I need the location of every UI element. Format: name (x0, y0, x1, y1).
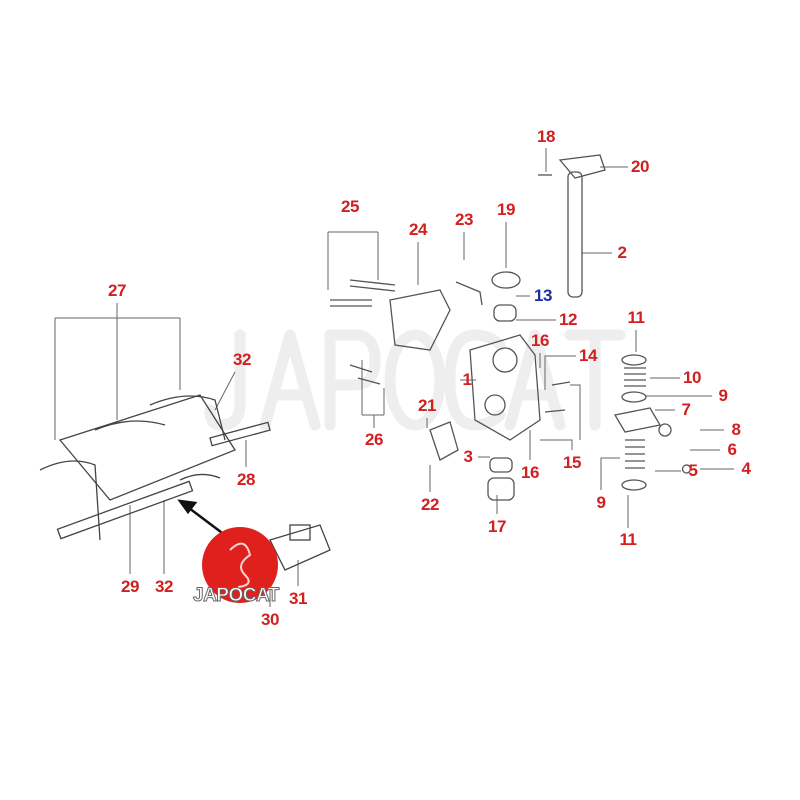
bracket (389, 289, 451, 351)
japocat-logo (202, 527, 278, 603)
shift-fork-assembly (39, 394, 331, 571)
callout-8: 8 (731, 420, 741, 439)
callout-12: 12 (559, 310, 577, 329)
callout-2: 2 (617, 243, 627, 262)
callout-6: 6 (727, 440, 737, 459)
callout-25: 25 (341, 197, 359, 216)
callout-13: 13 (534, 286, 552, 305)
spring-assembly (613, 354, 691, 491)
callout-20: 20 (631, 157, 649, 176)
callout-28: 28 (237, 470, 255, 489)
callout-24: 24 (409, 220, 427, 239)
callout-32b: 32 (155, 577, 173, 596)
callout-15: 15 (563, 453, 581, 472)
seal (491, 271, 521, 289)
callout-18: 18 (537, 127, 555, 146)
callout-7: 7 (681, 400, 691, 419)
callout-19: 19 (497, 200, 515, 219)
leader-lines (54, 148, 734, 607)
callout-9: 9 (718, 386, 728, 405)
callout-30: 30 (261, 610, 279, 629)
callout-11b: 11 (619, 530, 637, 549)
callout-11: 11 (627, 308, 645, 327)
callout-22: 22 (421, 495, 439, 514)
callout-5: 5 (688, 461, 698, 480)
callout-29: 29 (121, 577, 139, 596)
callout-23: 23 (455, 210, 473, 229)
callout-27: 27 (108, 281, 126, 300)
callout-16: 16 (531, 331, 549, 350)
callout-16b: 16 (521, 463, 539, 482)
callout-17: 17 (488, 517, 506, 536)
housing (469, 334, 541, 441)
callout-31: 31 (289, 589, 307, 608)
callout-21: 21 (418, 396, 436, 415)
bolts (330, 279, 396, 307)
callout-4: 4 (741, 459, 751, 478)
shift-lever (538, 154, 606, 298)
logo-text: JAPOCAT (193, 585, 280, 607)
callout-9b: 9 (596, 493, 606, 512)
callout-26: 26 (365, 430, 383, 449)
bushing (493, 304, 517, 322)
pin (455, 281, 483, 306)
callout-1: 1 (462, 370, 472, 389)
callout-10: 10 (683, 368, 701, 387)
callout-3: 3 (463, 447, 473, 466)
callout-14: 14 (579, 346, 597, 365)
callout-32: 32 (233, 350, 251, 369)
